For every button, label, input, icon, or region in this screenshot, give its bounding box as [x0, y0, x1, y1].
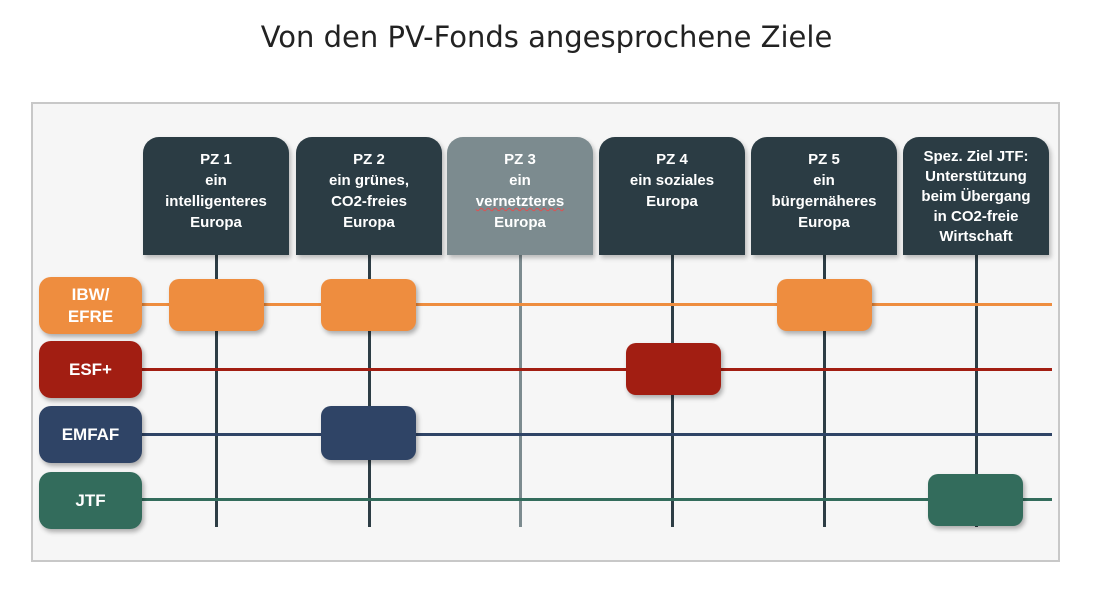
objective-text: ein — [509, 172, 531, 189]
objective-text: ein — [205, 172, 227, 189]
marker-ibw-efre-pz1 — [169, 279, 264, 331]
objective-text: ein grünes, — [328, 172, 410, 189]
objective-text: intelligenteres — [165, 193, 267, 210]
objective-line-pz5 — [823, 255, 826, 527]
objective-line-pz2 — [368, 255, 371, 527]
objective-text: Wirtschaft — [939, 228, 1013, 245]
fund-line-jtf — [140, 498, 1052, 501]
marker-ibw-efre-pz2 — [321, 279, 416, 331]
objective-text: Europa — [190, 214, 242, 231]
fund-line-emfaf — [140, 433, 1052, 436]
objective-line-pz1 — [215, 255, 218, 527]
objective-text: CO2-freies — [331, 193, 407, 210]
fund-label-esf: ESF+ — [39, 341, 142, 398]
objective-text: beim Übergang — [921, 188, 1031, 205]
objective-header-jtf: Spez. Ziel JTF: Unterstützung beim Überg… — [903, 137, 1049, 255]
objective-header-pz2: PZ 2 ein grünes, CO2-freies Europa — [296, 137, 442, 255]
objective-code: PZ 1 — [200, 151, 232, 168]
objective-header-pz1: PZ 1 ein intelligenteres Europa — [143, 137, 289, 255]
objective-text: bürgernäheres — [771, 193, 877, 210]
objective-code: PZ 5 — [808, 151, 840, 168]
fund-label-ibw-efre: IBW/ EFRE — [39, 277, 142, 334]
marker-jtf-jtf — [928, 474, 1023, 526]
objective-code: PZ 4 — [656, 151, 688, 168]
objective-code: PZ 2 — [353, 151, 385, 168]
objective-text: Europa — [343, 214, 395, 231]
objective-text: in CO2-freie — [933, 208, 1019, 225]
objective-header-pz5: PZ 5 ein bürgernäheres Europa — [751, 137, 897, 255]
fund-label-emfaf: EMFAF — [39, 406, 142, 463]
objective-text: ein — [813, 172, 835, 189]
fund-label-jtf: JTF — [39, 472, 142, 529]
objective-text: Europa — [646, 193, 698, 210]
marker-emfaf-pz2 — [321, 406, 416, 460]
objective-header-pz4: PZ 4 ein soziales Europa — [599, 137, 745, 255]
objective-text: Europa — [494, 214, 546, 231]
objective-header-pz3: PZ 3 ein vernetzteres Europa — [447, 137, 593, 255]
objective-code: PZ 3 — [504, 151, 536, 168]
objective-text: Europa — [798, 214, 850, 231]
objective-code: Spez. Ziel JTF: — [923, 148, 1029, 165]
page-title: Von den PV-Fonds angesprochene Ziele — [260, 20, 833, 54]
marker-ibw-efre-pz5 — [777, 279, 872, 331]
fund-line-esf — [140, 368, 1052, 371]
marker-esf-pz4 — [626, 343, 721, 395]
fund-line-ibw-efre — [140, 303, 1052, 306]
objective-line-pz3 — [519, 255, 522, 527]
objective-text: ein soziales — [629, 172, 715, 189]
objective-text: vernetzteres — [475, 193, 565, 210]
objective-text: Unterstützung — [925, 168, 1027, 185]
objective-line-jtf — [975, 255, 978, 527]
